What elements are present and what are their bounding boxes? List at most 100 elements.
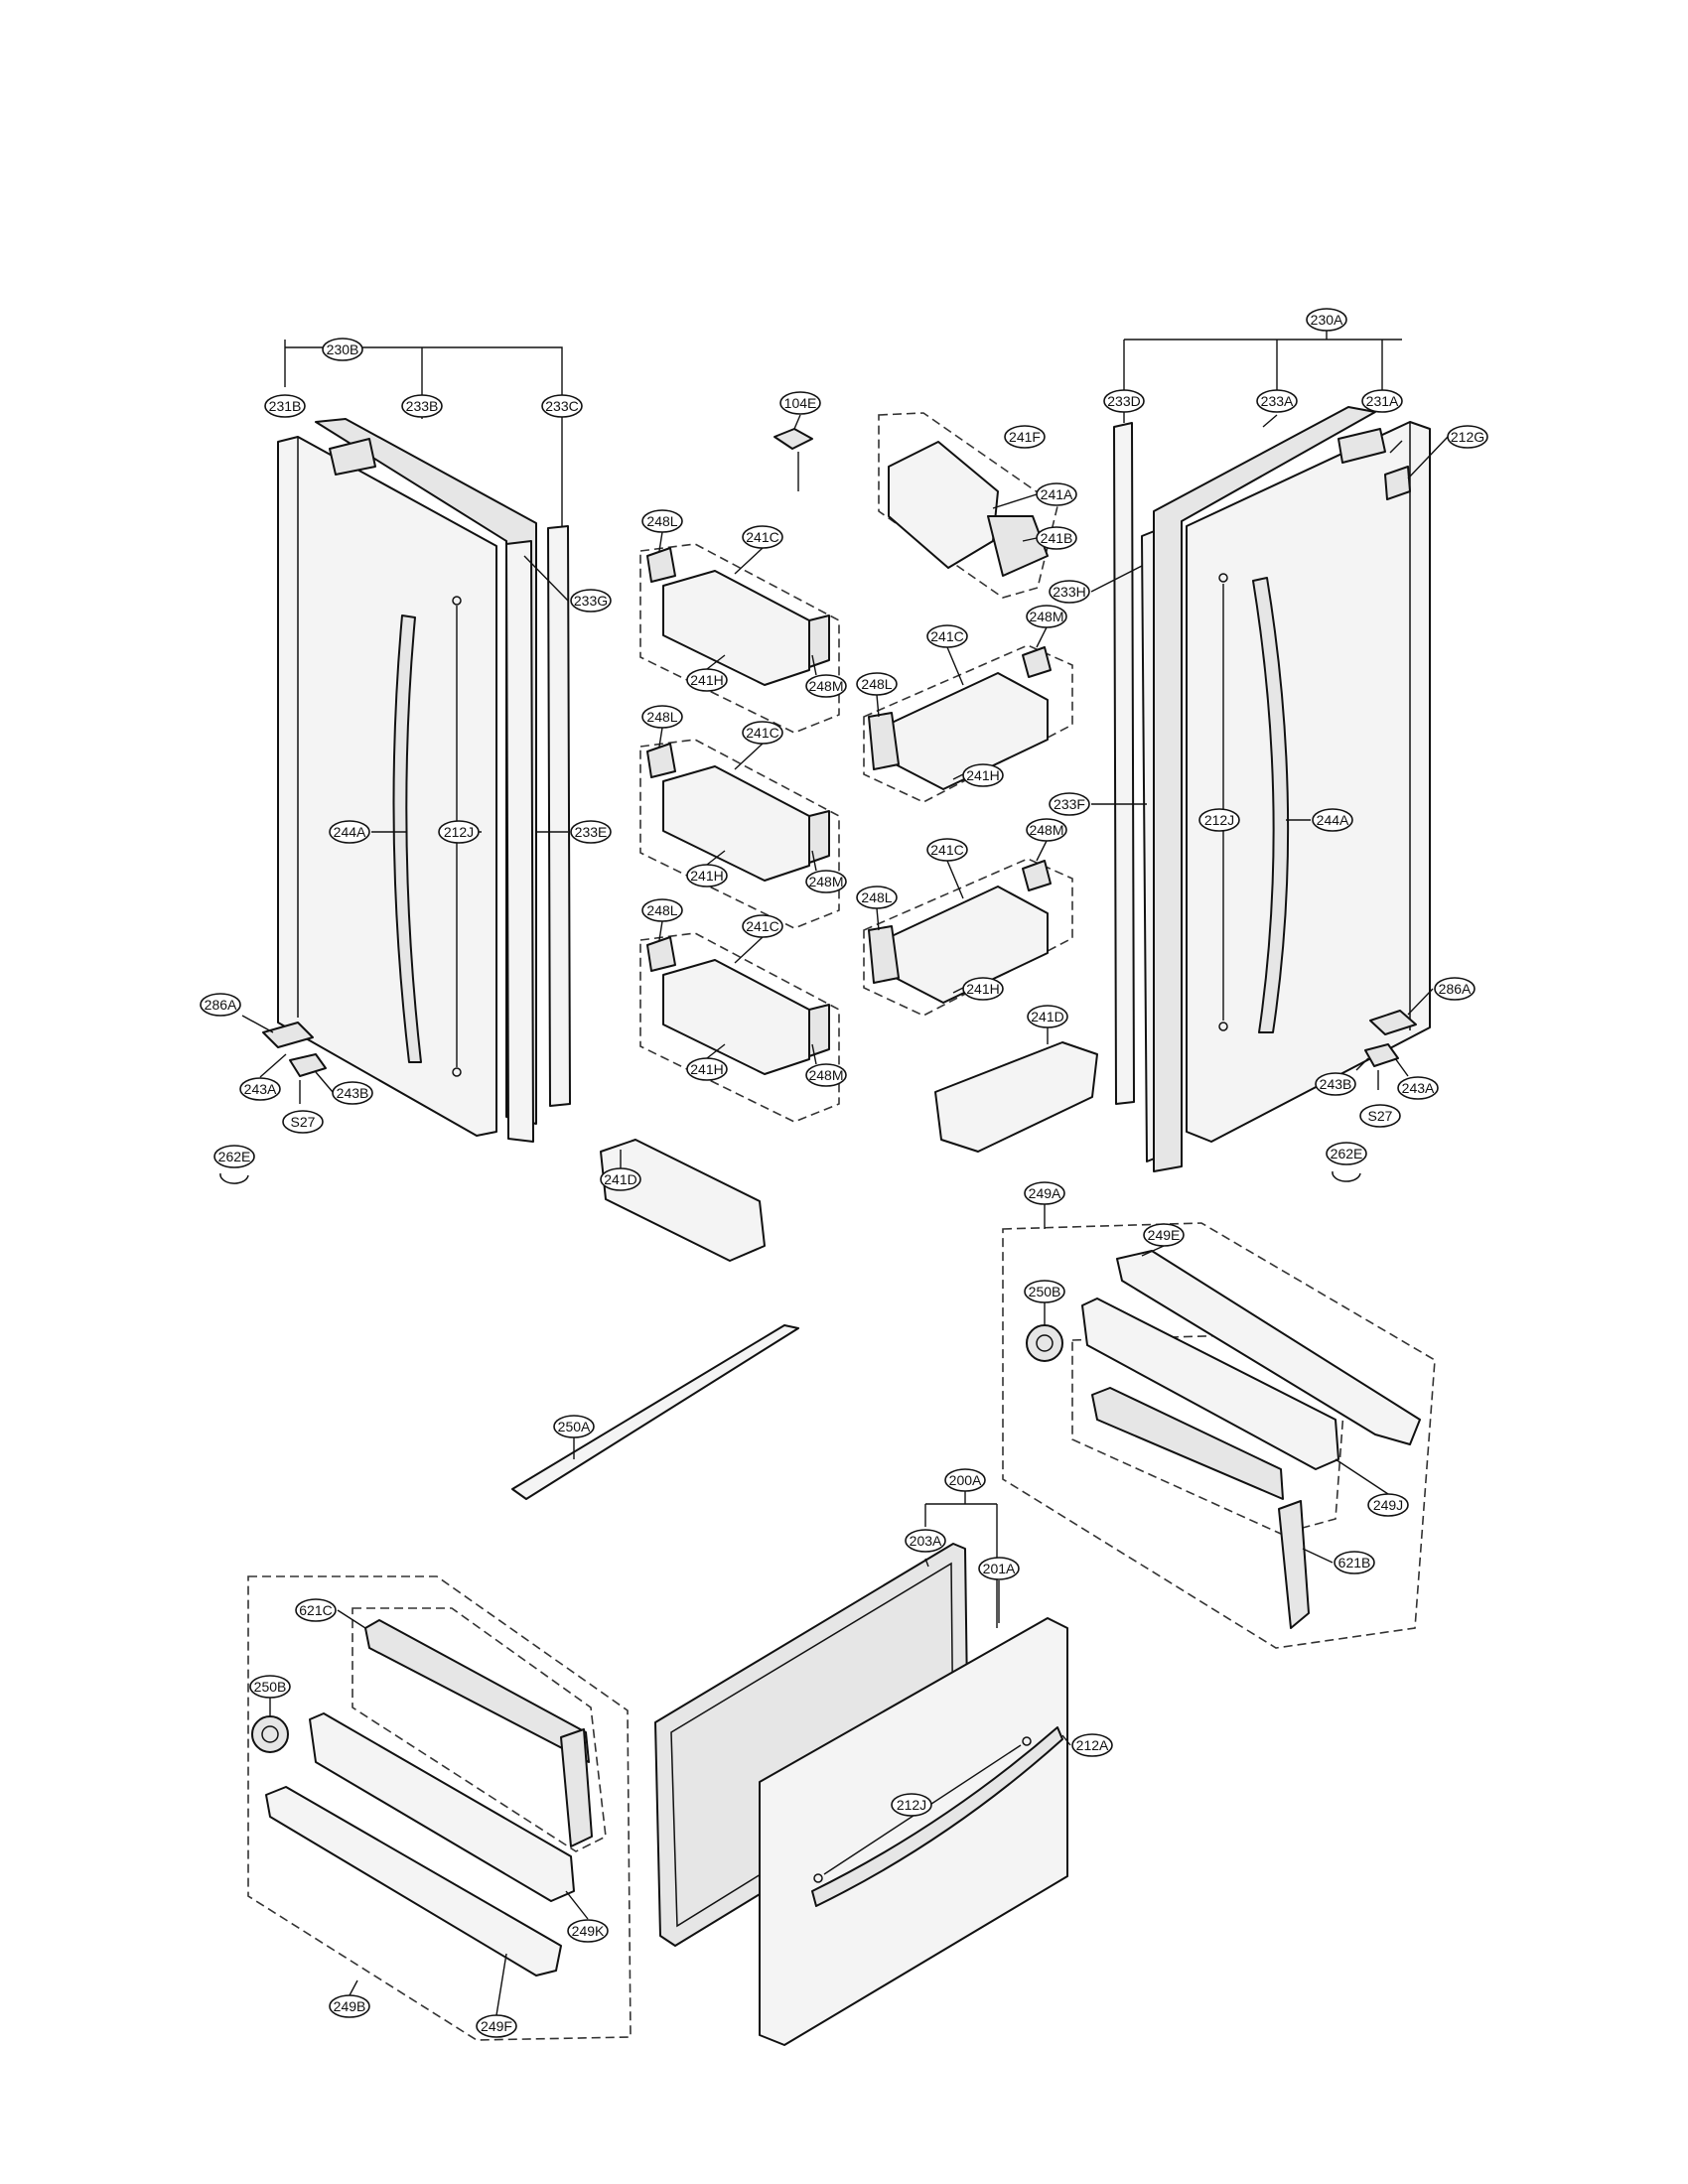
leader-249B (349, 1979, 358, 1996)
callout-text: 231B (269, 398, 302, 414)
callout-text: 248M (808, 1067, 843, 1083)
gear-250B-left-hub (261, 1725, 279, 1743)
leader-231A-panel (1389, 440, 1403, 454)
drawer-bracket-leaders (924, 1491, 998, 1628)
bin-group-2-end-248M (808, 810, 830, 864)
callout-text: 248L (646, 513, 677, 529)
right-door-top-cap (1337, 428, 1386, 464)
callout-text: 244A (1317, 812, 1349, 828)
left-rail-subassembly-outline (352, 1607, 607, 1852)
callout-243B-right: 243B (1315, 1072, 1356, 1096)
right-clip-262E (1332, 1170, 1361, 1182)
bracket-621B-end (1278, 1500, 1310, 1629)
gear-250B-left (251, 1715, 289, 1753)
leader-104E (793, 414, 801, 430)
callout-text: 241H (966, 767, 999, 783)
right-door-gasket (1153, 406, 1376, 1172)
callout-244A-right: 244A (1312, 808, 1353, 832)
callout-248L-3: 248L (641, 898, 683, 922)
callout-text: 241H (966, 981, 999, 997)
bin-group-1-outline (639, 543, 840, 734)
callout-241A: 241A (1036, 482, 1077, 506)
left-rail-outline (247, 1575, 632, 2041)
callout-text: 248L (861, 676, 892, 692)
callout-250B-right: 250B (1024, 1280, 1065, 1303)
callout-233A: 233A (1256, 389, 1298, 413)
callout-249J: 249J (1367, 1493, 1409, 1517)
bin-group-1-end-248M (808, 614, 830, 668)
bin-group-2-outline (639, 739, 840, 929)
callout-231A: 231A (1361, 389, 1403, 413)
leader-241H-1 (706, 654, 726, 670)
bin-group-2-bin (662, 765, 810, 882)
dispenser-241B (987, 515, 1049, 577)
leader-241C-4 (946, 646, 964, 686)
door-bin-241D-left (600, 1139, 766, 1262)
callout-249E: 249E (1143, 1223, 1185, 1247)
left-handle-screw-bottom (452, 1067, 462, 1077)
callout-201A: 201A (978, 1557, 1020, 1580)
callout-text: 250A (558, 1419, 591, 1434)
callout-text: 244A (334, 824, 366, 840)
callout-249A: 249A (1024, 1181, 1065, 1205)
callout-text: S27 (1368, 1108, 1393, 1124)
callout-text: 241A (1041, 486, 1073, 502)
callout-249B: 249B (329, 1994, 370, 2018)
part-104E (774, 428, 813, 450)
dispenser-group-outline (878, 412, 1058, 599)
callout-text: 241C (930, 842, 963, 858)
callout-text: 249J (1373, 1497, 1403, 1513)
bin-group-1-end-248L (646, 547, 676, 583)
callout-text: 250B (1029, 1284, 1061, 1299)
rail-249F (265, 1786, 562, 1977)
leader-241C-5 (946, 860, 964, 899)
callout-text: 212J (444, 824, 474, 840)
callout-text: 249F (481, 2018, 512, 2034)
callout-248L-1: 248L (641, 509, 683, 533)
bar-250A (511, 1324, 799, 1500)
drawer-screw-left (813, 1873, 823, 1883)
callout-text: 241H (690, 868, 723, 884)
callout-104E: 104E (779, 391, 821, 415)
leader-241B (1022, 537, 1038, 542)
callout-text: 243A (244, 1081, 277, 1097)
callout-248M-5: 248M (1026, 818, 1067, 842)
callout-243A-left: 243A (239, 1077, 281, 1101)
callout-212A: 212A (1071, 1733, 1113, 1757)
right-door-handle (1252, 577, 1290, 1033)
leader-241C-2 (734, 743, 764, 770)
callout-text: 249B (334, 1998, 366, 2014)
callout-241C-4: 241C (926, 624, 968, 648)
callout-text: 248L (646, 709, 677, 725)
callout-text: 286A (205, 997, 237, 1013)
callout-text: 231A (1366, 393, 1399, 409)
callout-241C-2: 241C (742, 721, 783, 745)
leader-286A-left (241, 1015, 274, 1033)
callout-248M-3: 248M (805, 1063, 847, 1087)
callout-text: 241H (690, 1061, 723, 1077)
callout-text: 212A (1076, 1737, 1109, 1753)
bracket-621C-end (560, 1728, 593, 1847)
callout-233G: 233G (570, 589, 612, 613)
drawer-screw-right (1022, 1736, 1032, 1746)
bin-group-3-end-248M (808, 1004, 830, 1057)
callout-bubbles: 230B 231B 233B 233C 233G 233E 244A 212J … (200, 308, 1488, 2038)
leader-248M-3 (811, 1043, 817, 1065)
callout-text: 241D (604, 1171, 636, 1187)
callout-241H-5: 241H (962, 977, 1004, 1001)
leader-248M-2 (811, 850, 817, 872)
callout-text: 248M (808, 874, 843, 889)
callout-text: 241B (1041, 530, 1073, 546)
right-door-strip (1113, 422, 1135, 1105)
leader-248M-4 (1036, 626, 1048, 648)
callout-230B: 230B (322, 338, 363, 361)
callout-text: 248L (646, 902, 677, 918)
callout-text: 233F (1054, 796, 1085, 812)
leader-248L-3 (658, 920, 663, 941)
right-door-badge (1384, 466, 1411, 500)
leader-248L-5 (876, 907, 880, 931)
callout-244A-left: 244A (329, 820, 370, 844)
callout-250B-left: 250B (249, 1675, 291, 1699)
leader-233H (1090, 565, 1143, 593)
